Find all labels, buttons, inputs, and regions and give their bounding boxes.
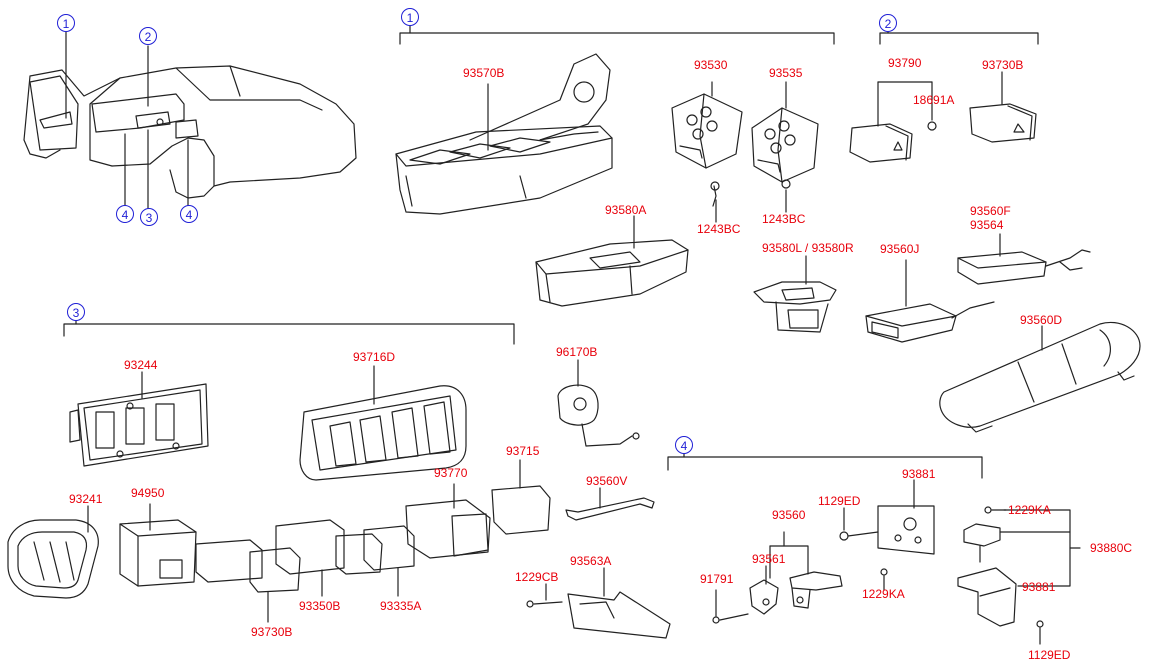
part-label: 93563A — [570, 554, 612, 568]
part-label: 93560J — [880, 242, 920, 256]
bracket-93563A-drawing — [526, 567, 671, 639]
bracket-93880C-drawing — [957, 506, 1081, 645]
bezel-93241-drawing — [7, 505, 99, 599]
part-label: 93880C — [1090, 541, 1133, 555]
callout-group-4: 4 — [675, 436, 693, 454]
part-label: 93730B — [982, 58, 1024, 72]
panel-93716D-drawing — [299, 365, 467, 481]
part-label: 93241 — [69, 492, 103, 506]
bracket-93244-drawing — [69, 371, 209, 467]
window-switch-93580A-drawing — [535, 215, 689, 307]
bracket-93560V-drawing — [565, 487, 655, 521]
part-label: 18691A — [913, 93, 955, 107]
sensor-93561-drawing — [712, 565, 779, 624]
window-switch-93530-drawing — [671, 81, 743, 223]
part-label: 93560 — [772, 508, 806, 522]
part-label: 93530 — [694, 58, 728, 72]
part-label: 1229CB — [515, 570, 559, 584]
part-label: 93350B — [299, 599, 341, 613]
radio-unit-93560F-drawing — [957, 233, 1091, 285]
light-bar-93560D-drawing — [939, 321, 1141, 433]
microphone-96170B-drawing — [557, 359, 640, 447]
part-label: 93560V — [586, 474, 628, 488]
part-label: 93881 — [1022, 580, 1056, 594]
window-switch-93535-drawing — [751, 81, 819, 213]
part-label: 94950 — [131, 486, 165, 500]
main-window-switch-drawing — [395, 53, 613, 215]
callout-car-4b: 4 — [180, 205, 198, 223]
part-label: 93730B — [251, 625, 293, 639]
window-switch-93580LR-drawing — [753, 255, 837, 333]
part-label: 1229KA — [1008, 503, 1051, 517]
part-label: 96170B — [556, 345, 598, 359]
part-label: 93580A — [605, 203, 647, 217]
part-label: 93715 — [506, 444, 540, 458]
callout-car-4a: 4 — [116, 205, 134, 223]
hazard-switch-93730B-drawing — [969, 71, 1037, 143]
sensor-93560-drawing — [769, 531, 843, 609]
part-label: 1229KA — [862, 587, 905, 601]
part-label: 93244 — [124, 358, 158, 372]
part-label: 93770 — [434, 466, 468, 480]
switch-94950-drawing — [119, 503, 197, 587]
part-label: 93560D — [1020, 313, 1063, 327]
plate-93881-drawing — [839, 479, 935, 591]
part-label: 93881 — [902, 467, 936, 481]
part-label: 93790 — [888, 56, 922, 70]
hazard-switch-drawing — [849, 81, 937, 163]
callout-group-2: 2 — [879, 14, 897, 32]
car-illustration — [23, 27, 357, 209]
part-label: 93716D — [353, 350, 396, 364]
part-label: 1129ED — [1028, 648, 1071, 662]
part-label: 91791 — [700, 572, 734, 586]
callout-group-1: 1 — [401, 8, 419, 26]
switch-blocks-drawing — [195, 459, 551, 623]
part-label: 1129ED — [818, 494, 861, 508]
part-label: 1243BC — [697, 222, 741, 236]
part-label: 93564 — [970, 218, 1004, 232]
part-label: 93580L / 93580R — [762, 241, 854, 255]
part-label: 93335A — [380, 599, 422, 613]
callout-car-3: 3 — [140, 208, 158, 226]
part-label: 93560F — [970, 204, 1011, 218]
part-label: 93561 — [752, 552, 786, 566]
part-label: 93535 — [769, 66, 803, 80]
callout-group-3: 3 — [67, 303, 85, 321]
part-label: 1243BC — [762, 212, 806, 226]
radio-unit-93560J-drawing — [865, 259, 995, 343]
group-brackets — [63, 23, 1039, 479]
part-label: 93570B — [463, 66, 505, 80]
callout-car-2: 2 — [139, 27, 157, 45]
callout-car-1: 1 — [57, 14, 75, 32]
